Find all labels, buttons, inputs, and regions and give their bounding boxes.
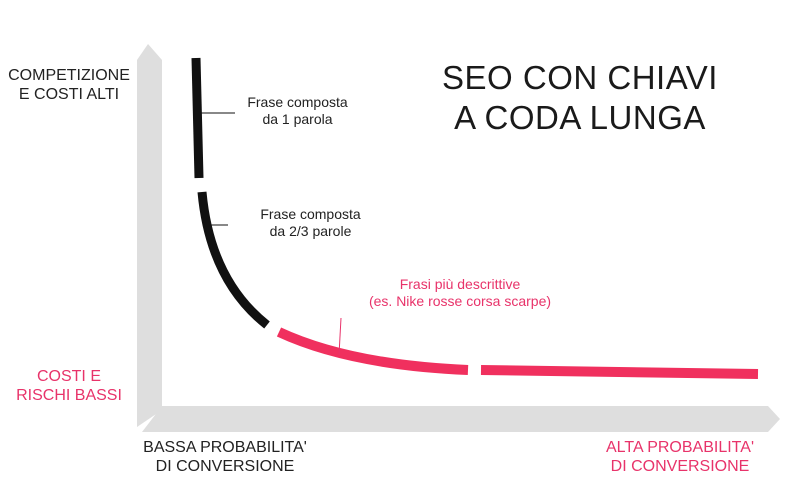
annotation-line: Frase composta — [247, 94, 348, 110]
annotation-one-word: Frase composta da 1 parola — [230, 94, 365, 128]
curve-segment-head-1 — [191, 57, 204, 179]
label-line: COSTI E — [36, 368, 101, 385]
leader-line-3 — [338, 317, 342, 356]
annotation-line: Frasi più descrittive — [399, 276, 521, 292]
y-axis-arrow — [137, 44, 162, 427]
annotation-line: Frase composta — [260, 206, 361, 222]
annotation-two-three-words: Frase composta da 2/3 parole — [243, 206, 378, 240]
title-line-2: A CODA LUNGA — [454, 98, 706, 136]
label-line: RISCHI BASSI — [16, 387, 122, 405]
x-axis-right-label: ALTA PROBABILITA' DI CONVERSIONE — [590, 438, 770, 476]
label-line: BASSA PROBABILITA' — [143, 439, 307, 456]
curve-segment-tail-1 — [276, 327, 469, 375]
x-axis-left-label: BASSA PROBABILITA' DI CONVERSIONE — [135, 438, 315, 476]
annotation-descriptive-phrases: Frasi più descrittive (es. Nike rosse co… — [355, 276, 565, 310]
diagram-title: SEO CON CHIAVI A CODA LUNGA — [430, 58, 730, 137]
y-axis-top-label: COMPETIZIONE E COSTI ALTI — [2, 66, 136, 104]
curve-segment-tail-2 — [480, 365, 759, 379]
annotation-line: da 2/3 parole — [269, 222, 352, 239]
label-line: E COSTI ALTI — [18, 86, 120, 104]
title-line-1: SEO CON CHIAVI — [442, 59, 718, 96]
annotation-line: (es. Nike rosse corsa scarpe) — [368, 292, 552, 309]
annotation-line: da 1 parola — [262, 110, 333, 127]
label-line: ALTA PROBABILITA' — [606, 439, 754, 456]
label-line: DI CONVERSIONE — [610, 458, 750, 476]
label-line: DI CONVERSIONE — [155, 458, 295, 476]
curve-segment-head-2 — [197, 191, 270, 329]
y-axis-bottom-label: COSTI E RISCHI BASSI — [2, 367, 136, 405]
label-line: COMPETIZIONE — [8, 67, 130, 84]
x-axis-arrow — [142, 406, 780, 432]
